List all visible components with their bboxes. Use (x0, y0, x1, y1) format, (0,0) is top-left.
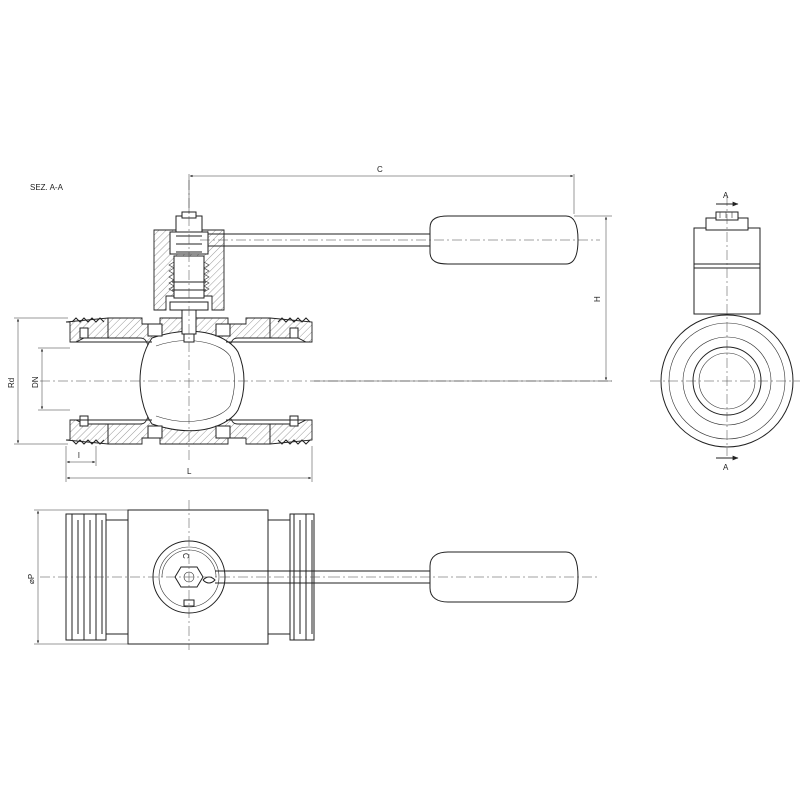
dimension-l-small: l (65, 446, 97, 466)
handle-mark-c: C (181, 553, 190, 559)
section-title: SEZ. A-A (30, 183, 64, 192)
side-view: A A (650, 191, 800, 472)
section-marker-top-label: A (723, 191, 729, 200)
left-end-connector (65, 317, 109, 445)
section-marker-bottom: A (716, 455, 739, 472)
dimension-rd-label: Rd (7, 378, 16, 388)
right-end-connector (269, 317, 313, 445)
dimension-p: ⌀P (27, 509, 128, 645)
section-view: SEZ. A-A (7, 165, 612, 482)
dimension-rd: Rd (7, 317, 68, 445)
section-marker-top: A (716, 191, 739, 207)
dimension-p-label: ⌀P (27, 574, 36, 584)
section-marker-bottom-label: A (723, 463, 729, 472)
dimension-c-label: C (377, 165, 383, 174)
dimension-l-overall: L (65, 446, 313, 482)
dimension-h-label: H (593, 296, 602, 302)
dimension-l-overall-label: L (187, 467, 192, 476)
dimension-c: C (188, 165, 575, 214)
dimension-dn-label: DN (31, 376, 40, 388)
top-view: C ⌀P (27, 500, 600, 650)
dimension-dn: DN (31, 347, 70, 411)
dimension-l-small-label: l (78, 451, 80, 460)
dimension-h: H (314, 215, 612, 382)
